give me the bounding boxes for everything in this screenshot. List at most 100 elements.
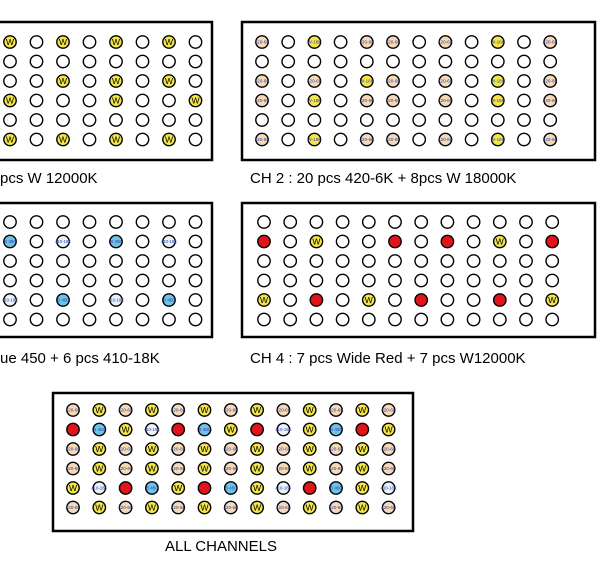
led-ch2-r2-c6 [412,74,427,88]
led-all-r5-c10 [329,500,343,515]
led-all-r1-c8 [276,422,291,437]
led-all-r2-c7 [250,442,265,456]
led-ch2-r3-c1 [281,93,296,108]
led-all-r3-c6 [223,461,238,476]
led-label-all-r4-c3: B 450 [146,486,158,491]
led-ch3-r4-c1 [29,293,44,307]
led-ch2-r5-c5 [386,132,400,147]
led-all-r1-c7 [250,422,265,437]
led-label-all-r3-c1: W [95,464,103,474]
led-label-all-r1-c6: W [227,425,235,435]
led-all-r4-c6 [223,481,238,495]
led-ch3-r2-c2 [56,254,70,268]
led-ch3-r5-c2 [56,312,70,327]
led-label-ch4-r4-c4: W [365,295,373,305]
led-ch1-r1-c4 [109,54,123,69]
led-ch3-r1-c3 [82,234,97,249]
led-ch3-r2-c4 [109,254,123,268]
led-all-r5-c12 [381,500,396,515]
led-ch2-r4-c0 [255,113,269,127]
led-ch4-r5-c3 [335,312,350,327]
led-ch3-r2-c6 [162,254,176,268]
led-ch2-r4-c8 [464,113,479,127]
led-label-ch2-r0-c5: 420-6K [386,40,402,45]
led-all-r3-c3 [144,461,159,476]
led-ch1-r5-c0 [3,132,17,147]
led-ch2-r0-c10 [517,35,531,49]
led-label-ch2-r2-c7: 420-6K [438,79,454,84]
led-ch3-r3-c5 [135,273,150,288]
led-all-r2-c1 [92,442,107,456]
led-ch2-r5-c7 [438,132,453,147]
panel-ch1-frame [0,20,214,162]
led-label-all-r0-c4: 420-6K [171,408,187,413]
led-label-ch2-r0-c4: 420-6K [359,40,375,45]
led-label-all-r0-c8: 420-6K [276,408,292,413]
led-all-r0-c11 [355,403,370,417]
led-ch2-r3-c11 [543,93,558,108]
led-ch2-r1-c1 [281,54,296,69]
led-label-all-r4-c0: W [69,483,77,493]
led-ch1-r3-c1 [29,93,44,108]
led-label-all-r5-c11: W [358,503,366,513]
led-ch4-r2-c2 [309,254,324,268]
led-ch4-r0-c4 [361,215,376,229]
led-ch3-r3-c6 [162,273,176,288]
led-all-r0-c9 [302,403,317,417]
led-label-all-r2-c4: 420-6K [171,447,187,452]
led-ch4-r0-c0 [257,215,271,229]
led-label-all-r2-c0: 420-6K [66,447,82,452]
led-all-r3-c1 [92,461,107,476]
led-ch3-r0-c6 [162,215,176,229]
led-ch3-r1-c0 [3,234,17,249]
led-ch1-r4-c4 [109,113,123,127]
led-label-ch3-r1-c2: 410-18K [55,239,71,244]
led-label-all-r5-c5: W [200,503,208,513]
led-ch1-r0-c3 [82,35,97,49]
led-label-ch2-r2-c0: 420-6K [255,79,271,84]
led-ch4-r4-c0 [257,293,271,307]
led-ch4-r2-c6 [414,254,429,268]
led-all-r2-c4 [171,442,186,456]
led-label-ch1-r3-c4: W [112,96,120,106]
led-label-all-r5-c7: W [253,503,261,513]
led-ch4-r2-c9 [492,254,507,268]
led-label-all-r1-c1: B 450 [93,427,105,432]
led-ch3-r2-c1 [29,254,44,268]
led-ch4-r2-c3 [335,254,350,268]
led-ch1-r4-c2 [56,113,70,127]
led-all-r0-c4 [171,403,186,417]
led-label-ch1-r0-c4: W [112,37,120,47]
led-label-ch2-r3-c9: W-18K [491,98,506,103]
led-label-all-r5-c12: 420-6K [381,505,397,510]
led-all-r4-c2 [118,481,133,495]
led-all-r3-c0 [66,461,80,476]
led-ch2-r1-c6 [412,54,427,69]
led-ch1-r4-c1 [29,113,44,127]
led-ch3-r3-c0 [3,273,17,288]
led-ch2-r3-c7 [438,93,453,108]
led-all-r5-c9 [302,500,317,515]
led-all-r2-c10 [329,442,343,456]
led-all-r0-c3 [144,403,159,417]
led-all-r1-c3 [144,422,159,437]
led-ch3-r0-c1 [29,215,44,229]
led-ch3-r0-c3 [82,215,97,229]
led-label-all-r4-c4: W [174,483,182,493]
led-label-ch2-r3-c2: W-18K [307,98,322,103]
led-ch1-r1-c6 [162,54,176,69]
led-label-ch3-r1-c4: B 450 [110,239,122,244]
led-label-ch2-r5-c2: W-18K [307,137,322,142]
led-all-r1-c9 [302,422,317,437]
led-ch3-r5-c1 [29,312,44,327]
led-ch2-r5-c4 [359,132,374,147]
led-all-r4-c5 [197,481,212,495]
led-label-all-r3-c2: 420-6K [118,466,134,471]
led-ch2-r2-c5 [386,74,400,88]
led-ch1-r0-c4 [109,35,123,49]
led-label-all-r4-c10: B 450 [330,486,342,491]
led-ch4-r3-c10 [519,273,533,288]
led-all-r2-c8 [276,442,291,456]
led-ch1-r0-c7 [188,35,203,49]
led-ch3-r5-c0 [3,312,17,327]
